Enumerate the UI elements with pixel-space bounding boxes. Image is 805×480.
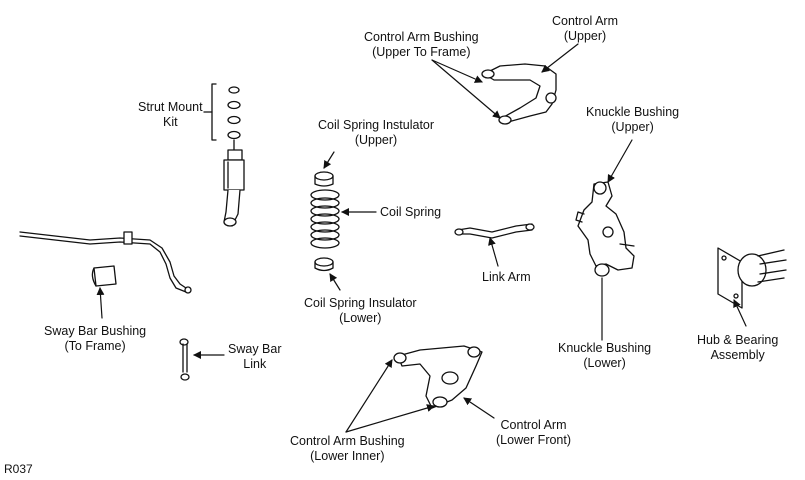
sway-bar-part (19, 231, 192, 294)
sway-bar-bushing-part (91, 265, 117, 287)
lower-control-arm-part (393, 345, 483, 409)
label-coil-spring-insulator-lower: Coil Spring Insulator (Lower) (304, 296, 417, 325)
label-knuckle-bushing-upper: Knuckle Bushing (Upper) (586, 105, 680, 134)
label-hub-bearing-assembly: Hub & Bearing Assembly (697, 333, 779, 362)
label-link-arm: Link Arm (482, 270, 531, 284)
label-strut-mount-kit: Strut Mount Kit (138, 100, 203, 129)
strut-mount-kit-part (203, 83, 241, 141)
label-coil-spring: Coil Spring (380, 205, 442, 219)
sway-bar-link-part (179, 338, 190, 381)
label-sway-bar-bushing: Sway Bar Bushing (To Frame) (44, 324, 147, 353)
label-control-arm-lower: Control Arm (Lower Front) (496, 418, 572, 447)
strut-part (223, 139, 245, 227)
figure-reference: R037 (4, 462, 33, 476)
label-control-arm-bushing-lower: Control Arm Bushing (Lower Inner) (290, 434, 405, 463)
knuckle-part (575, 181, 635, 277)
label-control-arm-upper: Control Arm (Upper) (552, 14, 618, 43)
coil-spring-part (310, 171, 340, 272)
label-control-arm-bushing-upper: Control Arm Bushing (Upper To Frame) (364, 30, 479, 59)
link-arm-part (454, 223, 535, 239)
label-coil-spring-insulator-upper: Coil Spring Instulator (Upper) (318, 118, 435, 147)
leader-lines (96, 43, 747, 433)
label-knuckle-bushing-lower: Knuckle Bushing (Lower) (558, 341, 652, 370)
label-sway-bar-link: Sway Bar Link (228, 342, 282, 371)
upper-control-arm-part (481, 63, 557, 125)
hub-bearing-part (717, 247, 787, 309)
